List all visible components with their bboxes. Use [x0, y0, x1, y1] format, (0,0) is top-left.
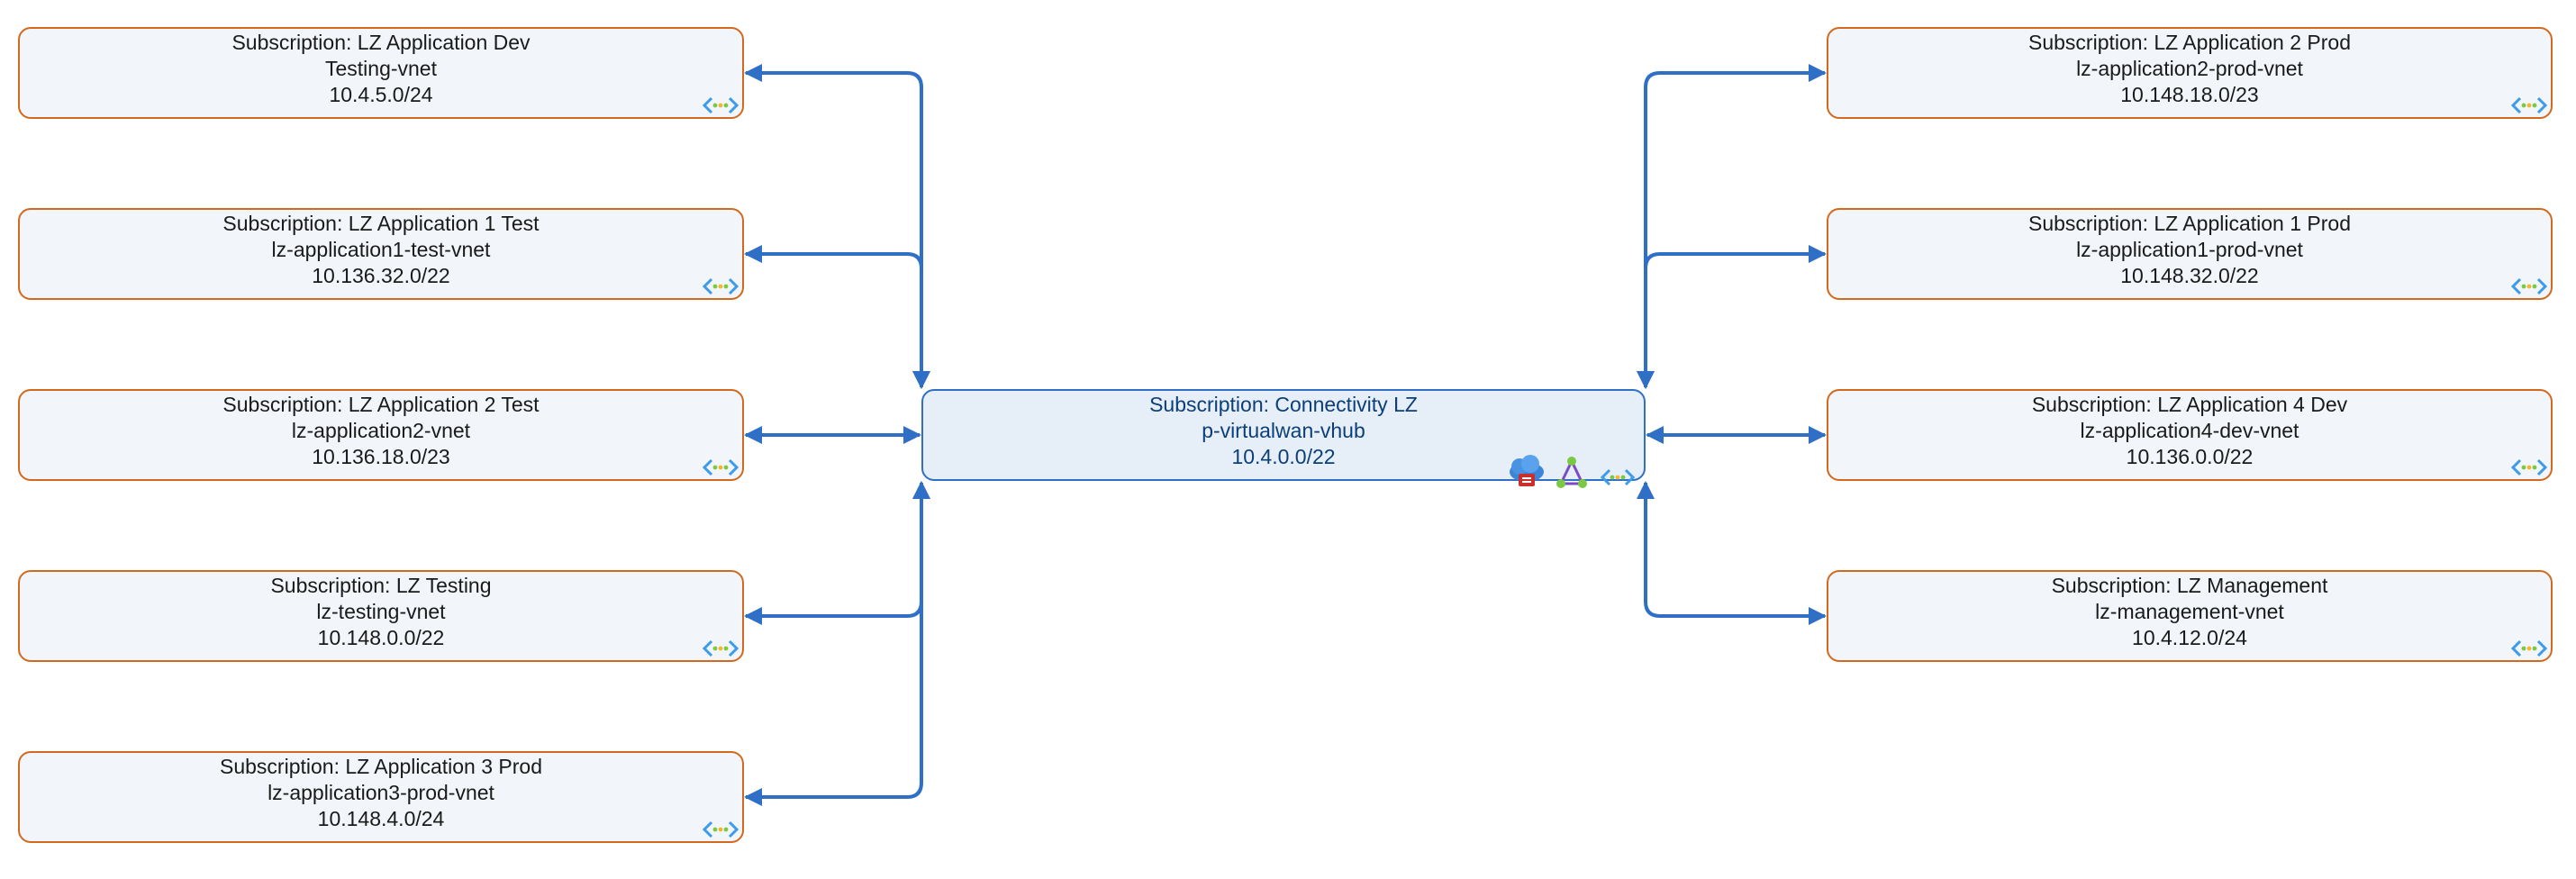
vnet-connector: [1637, 64, 1827, 389]
vnet-cidr-label: 10.148.18.0/23: [2120, 82, 2259, 106]
vnet-peering-icon: [703, 639, 739, 657]
vnet-connector: [1637, 245, 1827, 389]
vnet-peering-icon: [2511, 277, 2547, 295]
vnet-name-label: lz-application3-prod-vnet: [268, 780, 494, 804]
vnet-cidr-label: 10.136.0.0/22: [2126, 444, 2254, 468]
vnet-name-label: lz-application4-dev-vnet: [2080, 418, 2299, 442]
vnet-connector: [744, 481, 930, 806]
vnet-cidr-label: 10.4.12.0/24: [2132, 625, 2247, 649]
hub-icon-group: [1510, 455, 1636, 488]
vnet-peering-icon: [703, 820, 739, 838]
hub-name-label: p-virtualwan-vhub: [1202, 418, 1365, 442]
vnet-connector: [744, 245, 930, 389]
vnet-subscription-label: Subscription: LZ Management: [2051, 573, 2328, 597]
vnet-connector: [744, 64, 930, 389]
vnet-peering-icon: [2511, 458, 2547, 476]
vnet-name-label: lz-application2-prod-vnet: [2076, 56, 2303, 80]
vnet-cidr-label: 10.148.4.0/24: [317, 806, 445, 830]
vnet-name-label: lz-testing-vnet: [316, 599, 446, 623]
vnet-cidr-label: 10.148.0.0/22: [317, 625, 445, 649]
vnet-cidr-label: 10.148.32.0/22: [2120, 263, 2259, 287]
vnet-connector: [744, 481, 930, 625]
vnet-peering-icon: [703, 458, 739, 476]
vnet-subscription-label: Subscription: LZ Application 1 Test: [222, 211, 540, 235]
network-triangle-icon: [1556, 457, 1587, 488]
vnet-cidr-label: 10.4.5.0/24: [329, 82, 433, 106]
vnet-subscription-label: Subscription: LZ Testing: [270, 573, 492, 597]
vnet-subscription-label: Subscription: LZ Application 1 Prod: [2028, 211, 2351, 235]
vnet-name-label: lz-application1-prod-vnet: [2076, 237, 2303, 261]
vnet-name-label: lz-application2-vnet: [291, 418, 471, 442]
vnet-peering-icon: [703, 277, 739, 295]
vnet-name-label: Testing-vnet: [324, 56, 437, 80]
vnet-subscription-label: Subscription: LZ Application 2 Prod: [2028, 30, 2351, 54]
hub-node[interactable]: Subscription: Connectivity LZ p-virtualw…: [921, 389, 1646, 488]
vnet-cidr-label: 10.136.18.0/23: [312, 444, 450, 468]
hub-subscription-label: Subscription: Connectivity LZ: [1149, 392, 1418, 416]
vnet-peering-icon: [1600, 468, 1636, 486]
vnet-name-label: lz-management-vnet: [2095, 599, 2284, 623]
cloud-gateway-icon: [1510, 455, 1544, 486]
vnet-peering-icon: [703, 96, 739, 114]
hub-cidr-label: 10.4.0.0/22: [1231, 444, 1336, 468]
vnet-subscription-label: Subscription: LZ Application 3 Prod: [220, 754, 542, 778]
vnet-cidr-label: 10.136.32.0/22: [312, 263, 450, 287]
vnet-peering-icon: [2511, 96, 2547, 114]
vnet-name-label: lz-application1-test-vnet: [271, 237, 491, 261]
vnet-subscription-label: Subscription: LZ Application 2 Test: [222, 392, 540, 416]
vnet-subscription-label: Subscription: LZ Application 4 Dev: [2031, 392, 2348, 416]
vnet-connector: [1637, 481, 1827, 625]
vnet-peering-icon: [2511, 639, 2547, 657]
vnet-subscription-label: Subscription: LZ Application Dev: [231, 30, 531, 54]
